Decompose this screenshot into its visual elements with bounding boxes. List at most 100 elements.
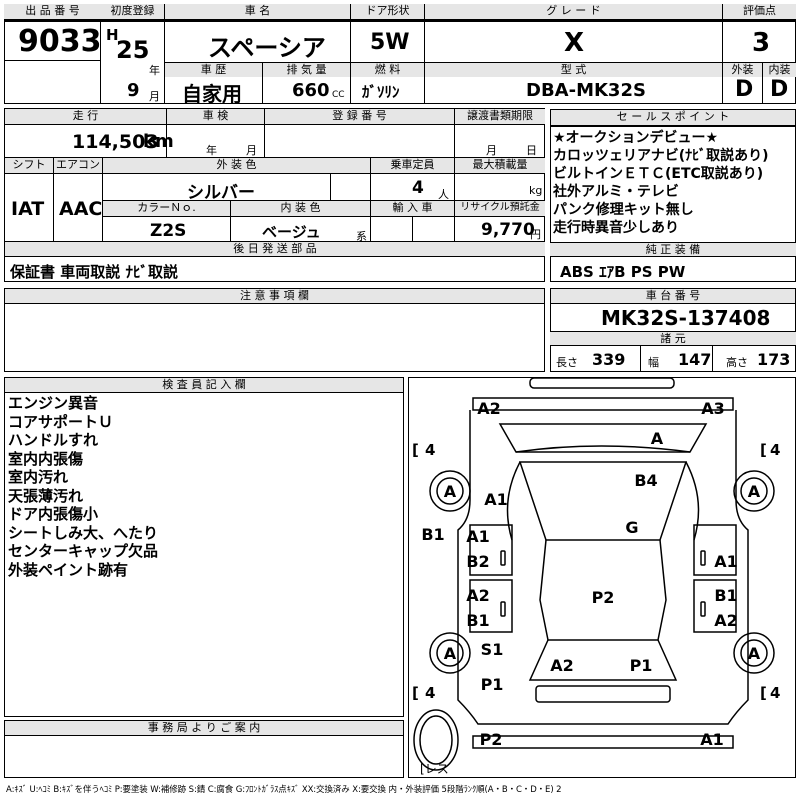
mark-left-quarter: P1 [481,675,504,694]
tire-depth-rr: 4 [770,684,780,702]
capacity: 4 [412,178,424,198]
mark-left-fender: A1 [484,490,508,509]
int-label: 内装 [763,63,796,77]
ext-label: 外装 [723,63,762,77]
shift: IAT [11,198,45,220]
sales-lines: ★オークションデビュー★ カロッツェリアナビ(ﾅﾋﾞ取説あり) ビルトインＥＴＣ… [553,129,769,237]
reg-number-label: 登 録 番 号 [265,109,454,124]
recycle-label: リサイクル預託金 [455,201,545,216]
door-type: 5W [370,30,410,55]
mark-roof-front: B4 [634,471,657,490]
tire-depth-rl: 4 [425,684,435,702]
mark-front-left-door: A1 [466,527,490,546]
wheel-mark-rl: A [444,644,457,663]
reg-month: 9 [127,80,140,101]
transfer-month-unit: 月 [486,144,497,157]
load-unit: kg [529,184,543,197]
mark-glass: G [625,518,638,537]
length: 339 [592,350,626,369]
svg-text:[: [ [412,684,419,702]
sales-label: セ ー ル ス ポ イ ン ト [550,109,796,126]
mark-rear-right: P1 [630,656,653,675]
ext-color: シルバー [187,183,255,203]
inspector-line: コアサポートＵ [8,412,114,431]
first-reg-label: 初度登録 [101,4,164,20]
mark-front-right: A3 [701,399,725,418]
tire-depth-fr: 4 [770,441,780,459]
mark-rear-bumper-left: P2 [480,730,503,749]
car-name-label: 車 名 [165,4,350,20]
notes-label: 注 意 事 項 欄 [4,288,545,304]
chassis-label: 車 台 番 号 [550,288,796,304]
height-label: 高さ [726,356,748,369]
inspector-line: センターキャップ欠品 [8,542,159,560]
model: DBA-MK32S [526,80,646,101]
dims-label: 諸 元 [550,331,796,346]
mark-right-front-door: A1 [714,552,738,571]
mark-rear-bumper-right: A1 [700,730,724,749]
month-unit: 月 [149,90,160,103]
sales-line: ★オークションデビュー★ [553,130,719,146]
reg-year: 25 [116,36,150,64]
mileage-label: 走 行 [5,109,166,124]
lot-label: 出 品 番 号 [4,4,101,20]
model-label: 型 式 [425,63,722,77]
mark-left-rear-s1: S1 [481,640,504,659]
svg-text:[: [ [760,441,767,459]
mark-right-door-a2: A2 [714,611,738,630]
wheel-mark-fl: A [444,482,457,501]
transfer-day-unit: 日 [526,144,537,157]
era: H [106,26,119,44]
height: 173 [757,350,791,369]
inspector-line: ハンドルすれ [8,431,99,449]
legend: A:ｷｽﾞ U:ﾍｺﾐ B:ｷｽﾞを伴うﾍｺﾐ P:要塗装 W:補修跡 S:錆 … [6,785,562,795]
spare-text: [レス [420,762,449,776]
ext-rating: D [735,77,754,102]
inspector-line: 室内汚れ [8,468,69,486]
mark-rear-left-door: A2 [466,586,490,605]
transfer-label: 譲渡書類期限 [455,109,545,124]
length-label: 長さ [556,356,578,369]
inspection-label: 車 検 [167,109,264,124]
door-label: ドア形状 [351,4,424,20]
tire-depth-fl: 4 [425,441,435,459]
later-parts-label: 後 日 発 送 部 品 [5,242,545,256]
wheel-mark-fr: A [748,482,761,501]
displacement: 660 [292,80,330,101]
capacity-label: 乗車定員 [371,158,454,173]
history-label: 車 歴 [165,63,262,77]
int-color: ベージュ [262,223,321,241]
office-label: 事 務 局 よ り ご 案 内 [4,720,404,736]
insp-month-unit: 月 [246,144,257,157]
sales-line: カロッツェリアナビ(ﾅﾋﾞ取説あり) [553,148,769,164]
mark-left-door-b1: B1 [466,611,489,630]
grade-label: グ レ ー ド [425,4,722,20]
sales-line: ビルトインＥＴＣ(ETC取説あり) [553,166,764,182]
ac-label: エアコン [54,158,102,173]
equip-label: 純 正 装 備 [550,242,796,257]
mark-hood: A [651,429,664,448]
capacity-unit: 人 [438,188,449,201]
car-diagram: A2 A3 A A1 B4 B1 A1 G B2 A1 A2 P2 B1 B1 … [412,377,780,771]
svg-text:[: [ [760,684,767,702]
specs-block [4,108,545,282]
km-unit: km [143,131,174,152]
lot-number: 9033 [18,24,102,59]
sales-block [550,126,796,282]
later-parts: 保証書 車両取説 ﾅﾋﾞ取説 [10,263,178,281]
inspector-line: ドア内張傷小 [8,505,99,523]
year-unit: 年 [149,64,160,77]
inspector-lines: エンジン異音 コアサポートＵ ハンドルすれ 室内内張傷 室内汚れ 天張薄汚れ ド… [8,394,158,579]
insp-year-unit: 年 [206,144,217,157]
mark-right-door-b1: B1 [714,586,737,605]
mark-left-side: B1 [421,525,444,544]
mark-roof: P2 [592,588,615,607]
yen-unit: 円 [530,228,541,241]
ext-color-label: 外 装 色 [103,158,370,173]
color-no-label: カラーＮｏ. [103,201,230,216]
inspector-label: 検 査 員 記 入 欄 [4,377,404,393]
sales-line: 社外アルミ・テレビ [553,184,679,200]
color-no: Z2S [150,221,187,241]
mark-left-door-b2: B2 [466,552,489,571]
car-name: スペーシア [208,34,326,62]
